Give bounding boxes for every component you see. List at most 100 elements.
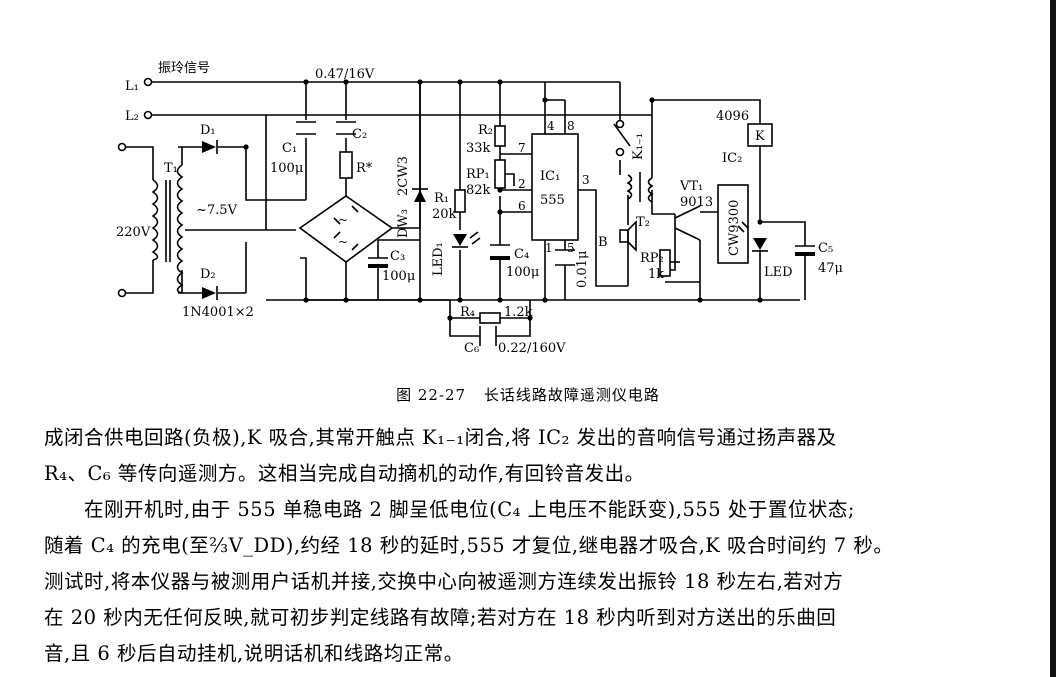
label-pin4: 4 [547, 119, 555, 133]
relay-contact-k1-1 [613, 119, 631, 157]
svg-text:~: ~ [338, 213, 348, 227]
resistor-r4 [479, 312, 501, 324]
label-c-0-01u: 0.01μ [575, 251, 590, 288]
capacitor-c2 [336, 121, 356, 135]
relay-k [747, 123, 773, 147]
potentiometer-rp2 [659, 249, 680, 277]
transistor-vt1 [674, 205, 701, 241]
label-pin3: 3 [582, 173, 590, 187]
label-b: B [598, 235, 608, 250]
label-t2: T₂ [636, 215, 650, 230]
diode-d2 [202, 286, 218, 300]
label-c2: C₂ [352, 127, 367, 142]
resistor-r-star [339, 151, 353, 179]
label-rp1: RP₁ [466, 167, 490, 182]
capacitor-0-01u [555, 249, 575, 266]
text-line-7: 音,且 6 秒后自动挂机,说明话机和线路均正常。 [44, 642, 464, 665]
capacitor-c1 [296, 121, 316, 135]
label-cw9300: CW9300 [727, 200, 742, 256]
page-edge-bar [1050, 0, 1056, 677]
diode-d1 [202, 140, 218, 154]
label-pin6: 6 [518, 199, 526, 213]
ic1-555 [531, 133, 579, 241]
label-vt1: VT₁ [679, 179, 703, 194]
label-t1: T₁ [164, 161, 178, 176]
capacitor-c3 [368, 257, 388, 268]
caption-title: 长话线路故障遥测仪电路 [483, 386, 660, 404]
junctions [243, 79, 763, 321]
text-line-1: 成闭合供电回路(负极),K 吸合,其常开触点 K₁₋₁闭合,将 IC₂ 发出的音… [44, 426, 837, 449]
zener-dw3 [412, 188, 428, 202]
label-c4: C₄ [514, 247, 529, 262]
caption-number: 图 22-27 [396, 386, 467, 404]
label-pin8: 8 [567, 119, 575, 133]
label-1n4001: 1N4001×2 [182, 305, 254, 320]
label-ic1: IC₁ [540, 169, 560, 184]
label-r2: R₂ [478, 123, 493, 138]
text-line-6: 在 20 秒内无任何反映,就可初步判定线路有故障;若对方在 18 秒内听到对方送… [44, 606, 837, 629]
label-r1: R₁ [434, 191, 449, 206]
label-c1-spec: 0.47/16V [315, 67, 375, 82]
label-led: LED [764, 265, 793, 280]
label-d1: D₁ [200, 123, 216, 138]
capacitor-c4 [490, 244, 510, 260]
body-text: 成闭合供电回路(负极),K 吸合,其常开触点 K₁₋₁闭合,将 IC₂ 发出的音… [44, 420, 924, 672]
label-c1: C₁ [282, 141, 297, 156]
component-labels: 振玲信号 L₁ L₂ 0.47/16V C₁ 100μ C₂ R* D₁ D₂ … [116, 61, 843, 356]
bridge-rectifier: ~ ~ [298, 195, 394, 263]
label-r4-val: 1.2k [504, 305, 533, 320]
resistor-r2 [494, 125, 506, 147]
label-d2: D₂ [200, 267, 216, 282]
label-ring-signal: 振玲信号 [158, 61, 210, 76]
terminal-l2 [143, 110, 153, 120]
label-c4-val: 100μ [506, 265, 539, 280]
label-c6-val: 0.22/160V [498, 341, 566, 356]
label-ic2: IC₂ [722, 151, 742, 166]
led1 [452, 231, 481, 248]
label-k1-1: K₁₋₁ [631, 133, 646, 160]
label-pin7: 7 [518, 141, 526, 155]
circuit-diagram: ~ ~ [116, 61, 843, 356]
led [737, 221, 768, 252]
terminal-l1 [143, 77, 153, 87]
label-ic1-type: 555 [540, 193, 565, 208]
text-line-2: R₄、C₆ 等传向遥测方。这相当完成自动摘机的动作,有回铃音发出。 [44, 462, 645, 485]
speaker-b [619, 220, 637, 252]
resistor-r1 [454, 189, 466, 213]
label-c1-val: 100μ [270, 161, 303, 176]
label-c5: C₅ [818, 241, 833, 256]
transformer-t1 [151, 147, 184, 294]
label-l1: L₁ [125, 79, 139, 94]
label-7-5v: ~7.5V [196, 203, 238, 218]
label-pin2: 2 [518, 177, 526, 191]
capacitor-c5 [795, 245, 815, 256]
figure-caption: 图 22-27 长话线路故障遥测仪电路 [0, 384, 1056, 405]
label-k: K [755, 129, 765, 144]
text-line-3: 在刚开机时,由于 555 单稳电路 2 脚呈低电位(C₄ 上电压不能跃变),55… [84, 498, 855, 521]
label-vt1-type: 9013 [680, 195, 713, 210]
label-pin5: 5 [567, 241, 575, 255]
label-rp2: RP₂ [640, 251, 664, 266]
text-line-5: 测试时,将本仪器与被测用户话机并接,交换中心向被遥测方连续发出振铃 18 秒左右… [44, 570, 844, 593]
label-l2: L₂ [125, 109, 139, 124]
label-pin1: 1 [545, 241, 553, 255]
potentiometer-rp1 [494, 159, 515, 189]
label-c5-val: 47μ [818, 261, 843, 276]
terminals [117, 77, 153, 298]
label-c6: C₆ [464, 341, 479, 356]
terminal-ac-bottom [117, 288, 127, 298]
label-r-star: R* [356, 161, 373, 176]
label-rp1-val: 82k [466, 183, 491, 198]
capacitor-c6 [479, 326, 497, 346]
label-c3-val: 100μ [382, 269, 415, 284]
text-line-4: 随着 C₄ 的充电(至⅔V_DD),约经 18 秒的延时,555 才复位,继电器… [44, 534, 894, 557]
label-2cw3: 2CW3 [396, 156, 411, 196]
label-r4: R₄ [460, 305, 475, 320]
label-led1: LED₁ [431, 242, 446, 276]
svg-text:~: ~ [338, 235, 348, 249]
label-220v: 220V [116, 225, 151, 240]
label-4096: 4096 [716, 109, 749, 124]
label-c3: C₃ [390, 249, 405, 264]
terminal-ac-top [117, 142, 127, 152]
label-dw3: DW₃ [396, 209, 411, 238]
